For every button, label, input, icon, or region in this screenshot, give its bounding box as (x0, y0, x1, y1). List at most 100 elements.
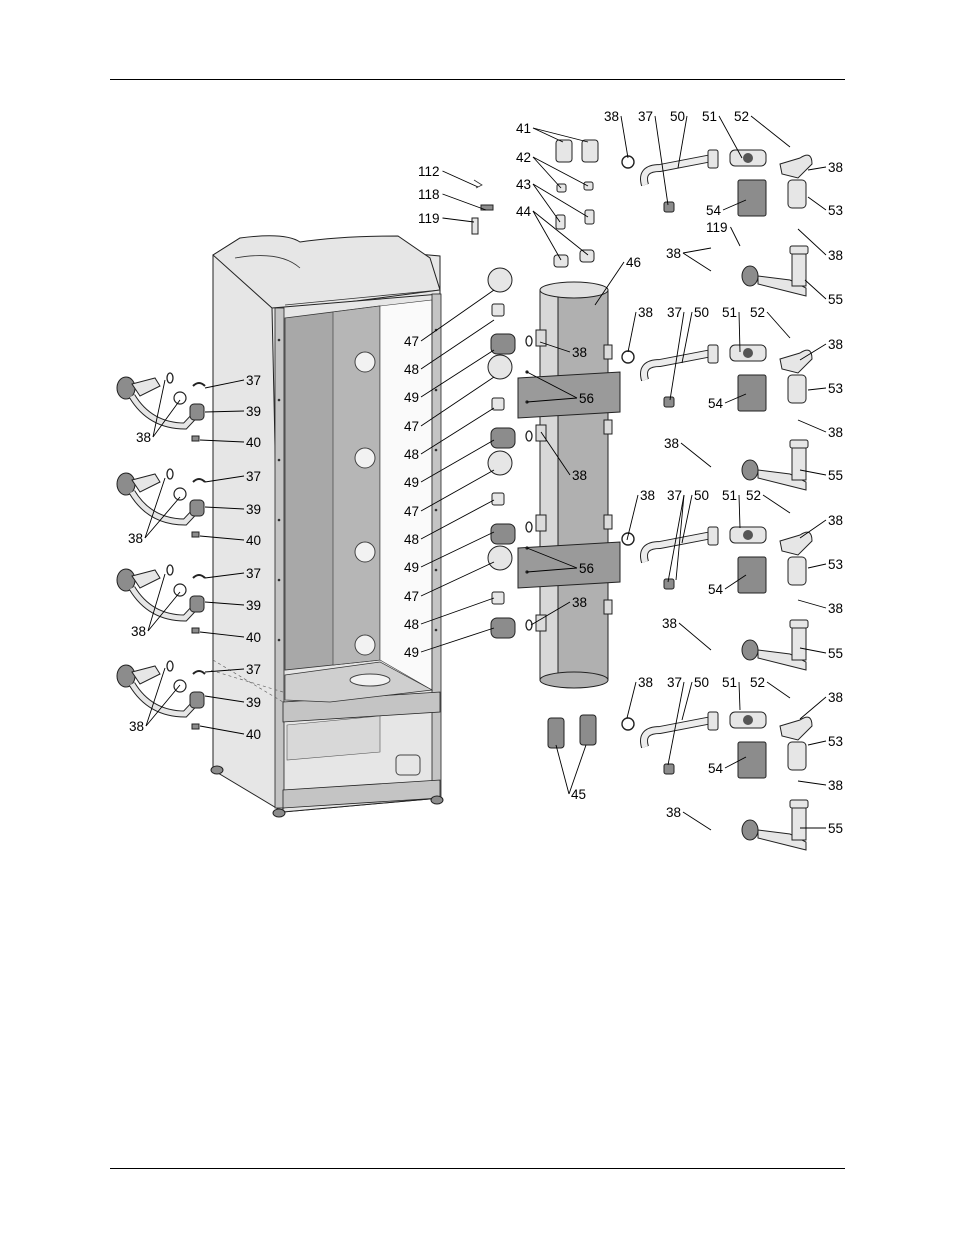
leader-line-l38r8 (798, 781, 826, 785)
bottom-valves (548, 715, 596, 748)
leader-line-l119b (731, 227, 741, 246)
part-label-l38t1: 38 (604, 109, 619, 124)
leader-line-l38l1-b (683, 253, 711, 271)
part-label-l44: 44 (516, 204, 532, 219)
part-label-l48a: 48 (404, 362, 419, 377)
leader-line-l38l3 (679, 623, 711, 650)
leader-line-l45 (556, 745, 569, 794)
leader-line-l53r4 (808, 741, 826, 745)
part-label-l40lb: 40 (246, 533, 261, 548)
part-label-l39ld: 39 (246, 695, 261, 710)
part-label-l38c1: 38 (572, 345, 587, 360)
part-label-l49d: 49 (404, 645, 419, 660)
part-label-l51t4: 51 (722, 675, 737, 690)
part-label-l50t4: 50 (694, 675, 709, 690)
part-label-l37t1: 37 (638, 109, 653, 124)
part-label-l37lc: 37 (246, 566, 261, 581)
leader-line-l112 (443, 171, 479, 187)
part-label-l50t1: 50 (670, 109, 685, 124)
part-label-l42: 42 (516, 150, 531, 165)
part-label-l55r1: 55 (828, 292, 843, 307)
part-label-l52t3: 52 (746, 488, 761, 503)
part-label-l51t2: 51 (722, 305, 737, 320)
part-label-l55r2: 55 (828, 468, 843, 483)
part-label-l54r4: 54 (708, 761, 724, 776)
part-label-l47b: 47 (404, 419, 419, 434)
leader-line-l41 (533, 128, 563, 142)
part-label-l37la: 37 (246, 373, 261, 388)
part-label-l48b: 48 (404, 447, 419, 462)
part-label-l46: 46 (626, 255, 641, 270)
part-label-l38t3: 38 (640, 488, 655, 503)
part-label-l37ld: 37 (246, 662, 261, 677)
leader-line-l46 (595, 262, 624, 305)
leader-line-l38t2 (628, 312, 636, 352)
leader-line-l38t3 (627, 495, 638, 540)
part-label-l37t4: 37 (667, 675, 682, 690)
part-label-l38r2: 38 (828, 248, 843, 263)
leader-line-l38l2 (681, 443, 711, 467)
part-label-l39lc: 39 (246, 598, 261, 613)
part-label-l54r3: 54 (708, 582, 724, 597)
part-label-l118: 118 (418, 187, 440, 202)
part-label-l39lb: 39 (246, 502, 261, 517)
part-label-l56a: 56 (579, 391, 594, 406)
part-label-l48c: 48 (404, 532, 419, 547)
part-label-l37t2: 37 (667, 305, 682, 320)
part-label-l38r6: 38 (828, 601, 843, 616)
part-label-l47a: 47 (404, 334, 419, 349)
part-label-l40lc: 40 (246, 630, 261, 645)
part-label-l38c2: 38 (572, 468, 587, 483)
part-label-l119a: 119 (418, 211, 440, 226)
leader-line-l38r6 (798, 600, 826, 608)
part-label-l38r1: 38 (828, 160, 843, 175)
part-label-l55r4: 55 (828, 821, 843, 836)
leader-line-l43 (533, 184, 560, 222)
part-label-l54r1: 54 (706, 203, 722, 218)
part-label-l38la: 38 (136, 430, 151, 445)
leader-line-l118 (443, 194, 487, 210)
part-label-l49c: 49 (404, 560, 419, 575)
part-label-l48d: 48 (404, 617, 419, 632)
leader-line-l38r5 (800, 520, 826, 538)
part-label-l39la: 39 (246, 404, 261, 419)
part-label-l38t2: 38 (638, 305, 653, 320)
part-label-l38r3: 38 (828, 337, 843, 352)
part-label-l52t1: 52 (734, 109, 749, 124)
part-label-l53r2: 53 (828, 381, 843, 396)
part-label-l38ld: 38 (129, 719, 144, 734)
leader-line-l51t3 (739, 495, 740, 528)
part-label-l38lb: 38 (128, 531, 143, 546)
leader-line-l37t1 (655, 116, 668, 205)
cabinet-frame (210, 236, 443, 817)
part-label-l53r4: 53 (828, 734, 843, 749)
leader-line-l53r2 (808, 388, 826, 390)
part-label-l37t3: 37 (667, 488, 682, 503)
part-label-l50t3: 50 (694, 488, 709, 503)
part-label-l40la: 40 (246, 435, 261, 450)
part-label-l38l4: 38 (666, 805, 681, 820)
leader-line-l50t4 (682, 682, 692, 720)
part-label-l38r5: 38 (828, 513, 843, 528)
leader-line-l52t3 (763, 495, 790, 513)
leader-line-l51t4 (739, 682, 740, 710)
part-label-l38r8: 38 (828, 778, 843, 793)
part-label-l112: 112 (418, 164, 440, 179)
part-label-l38l1: 38 (666, 246, 681, 261)
part-label-l52t2: 52 (750, 305, 765, 320)
left-column-fittings (488, 268, 515, 638)
leader-line-l38r4 (798, 420, 826, 432)
part-label-l38l3: 38 (662, 616, 677, 631)
part-label-l41: 41 (516, 121, 531, 136)
part-label-l43: 43 (516, 177, 531, 192)
part-label-l53r1: 53 (828, 203, 843, 218)
part-label-l38t4: 38 (638, 675, 653, 690)
part-label-l49b: 49 (404, 475, 419, 490)
part-label-l47d: 47 (404, 589, 419, 604)
leader-line-l53r3 (808, 564, 826, 568)
leader-line-l38l1 (683, 248, 711, 253)
part-label-l38r4: 38 (828, 425, 843, 440)
leader-line-l38t1 (621, 116, 628, 158)
